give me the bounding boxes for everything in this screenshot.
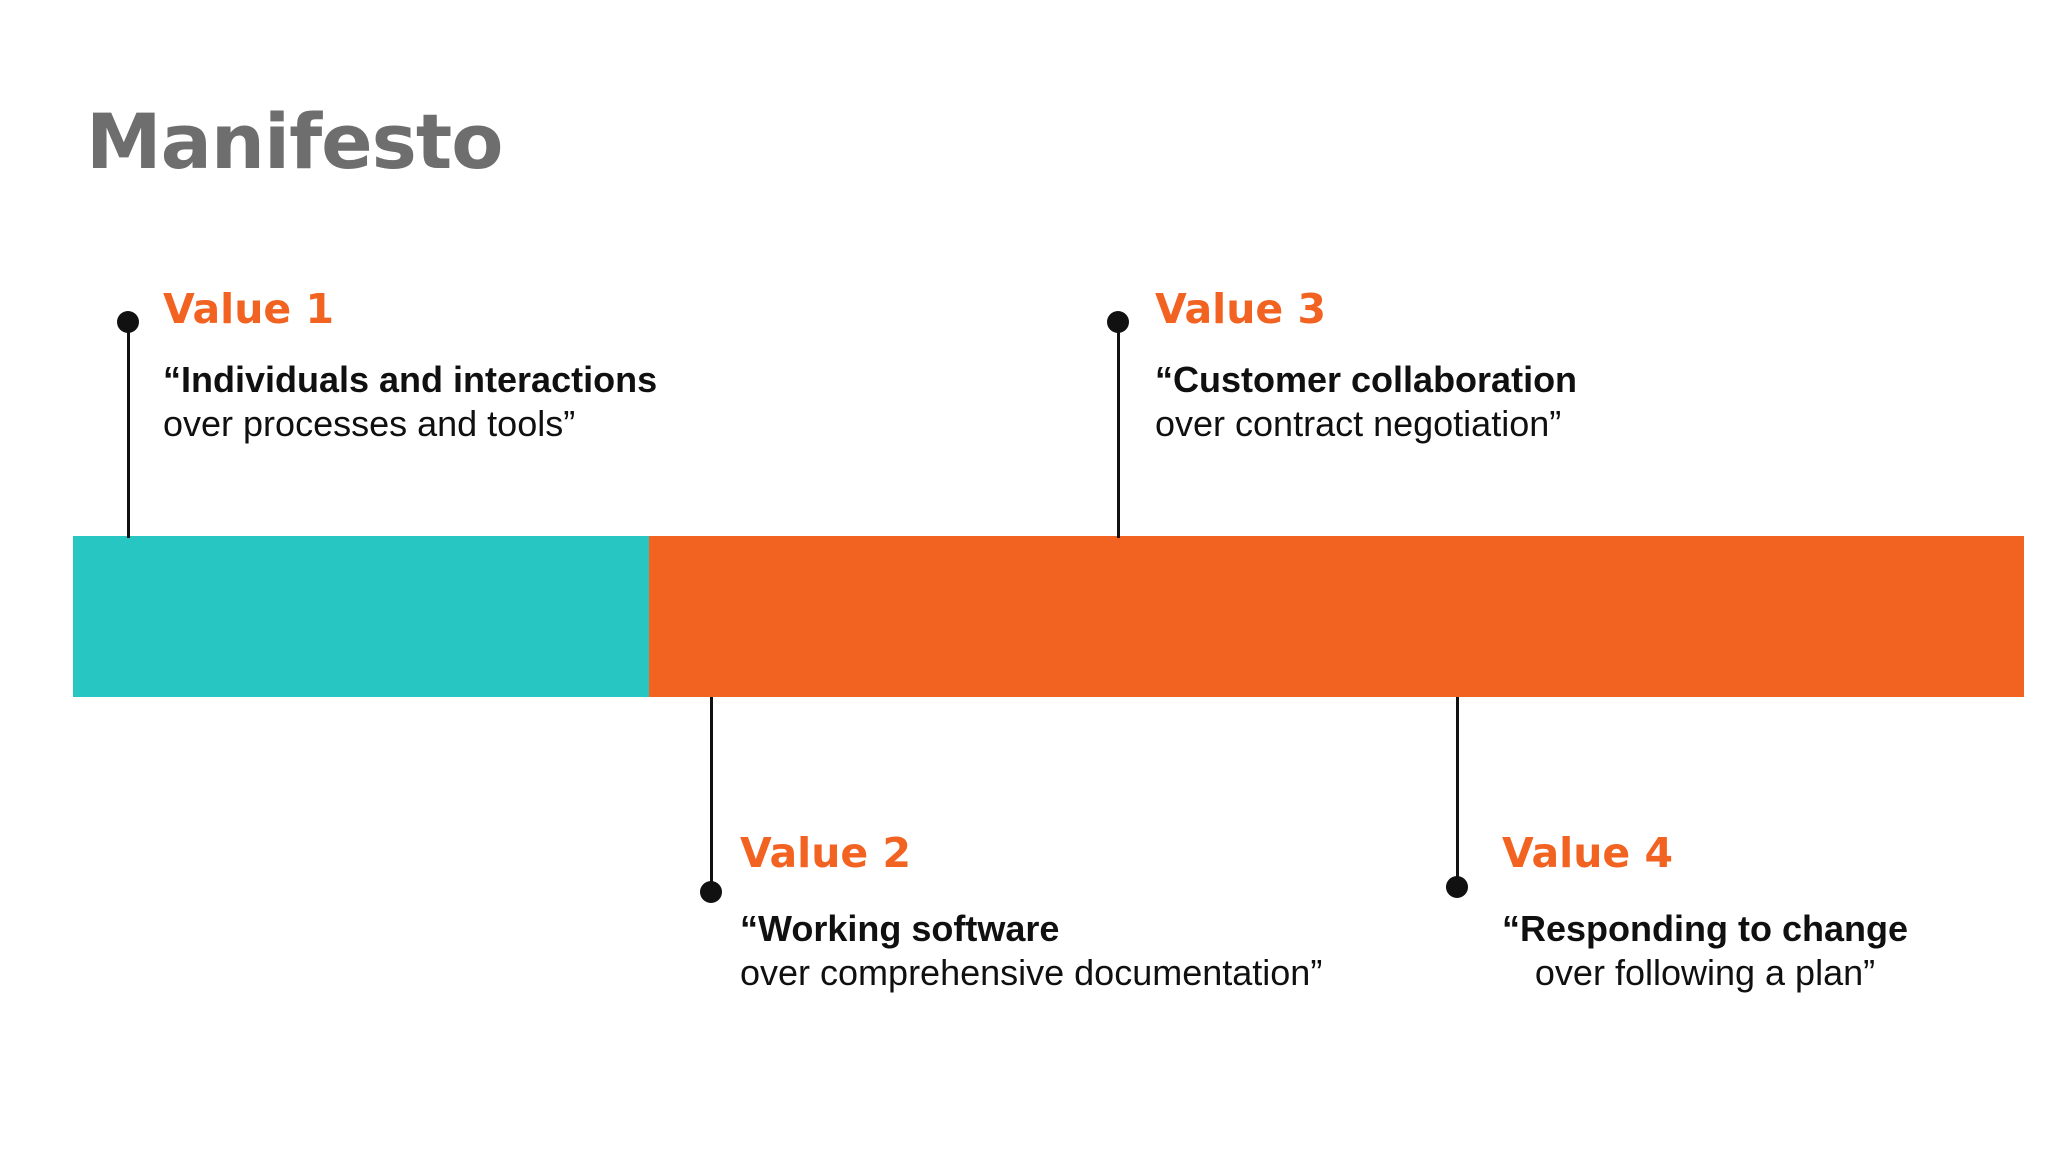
connector-dot-value-2 [700, 881, 722, 903]
callout-value-1: Value 1 “Individuals and interactions ov… [163, 285, 657, 446]
callout-quote-value-2: “Working software over comprehensive doc… [740, 907, 1322, 995]
callout-quote-regular-value-4: over following a plan” [1534, 951, 1876, 993]
callout-value-2: Value 2 “Working software over comprehen… [740, 829, 1322, 995]
connector-line-value-4 [1456, 697, 1459, 883]
connector-line-value-2 [710, 697, 713, 889]
callout-quote-value-3: “Customer collaboration over contract ne… [1155, 358, 1577, 446]
callout-quote-bold-value-2: “Working software [740, 908, 1060, 950]
callout-label-value-1: Value 1 [163, 285, 335, 333]
connector-dot-value-1 [117, 311, 139, 333]
callout-label-value-4: Value 4 [1502, 829, 1674, 877]
connector-dot-value-3 [1107, 311, 1129, 333]
bar-segment-teal [73, 536, 649, 697]
callout-quote-value-4: “Responding to change over following a p… [1502, 907, 1908, 995]
callout-value-4: Value 4 “Responding to change over follo… [1502, 829, 1908, 995]
page-title: Manifesto [86, 97, 503, 186]
callout-quote-value-1: “Individuals and interactions over proce… [163, 358, 657, 446]
callout-quote-bold-value-3: “Customer collaboration [1155, 359, 1578, 401]
callout-label-value-2: Value 2 [740, 829, 912, 877]
connector-line-value-1 [127, 330, 130, 538]
callout-quote-bold-value-4: “Responding to change [1502, 908, 1909, 950]
bar-segment-orange [649, 536, 2024, 697]
connector-dot-value-4 [1446, 876, 1468, 898]
connector-line-value-3 [1117, 330, 1120, 538]
callout-quote-regular-value-2: over comprehensive documentation” [740, 951, 1323, 993]
callout-value-3: Value 3 “Customer collaboration over con… [1155, 285, 1577, 446]
callout-quote-regular-value-1: over processes and tools” [163, 402, 576, 444]
callout-quote-regular-value-3: over contract negotiation” [1155, 402, 1562, 444]
callout-label-value-3: Value 3 [1155, 285, 1327, 333]
callout-quote-bold-value-1: “Individuals and interactions [163, 359, 658, 401]
value-bar [73, 536, 2024, 697]
